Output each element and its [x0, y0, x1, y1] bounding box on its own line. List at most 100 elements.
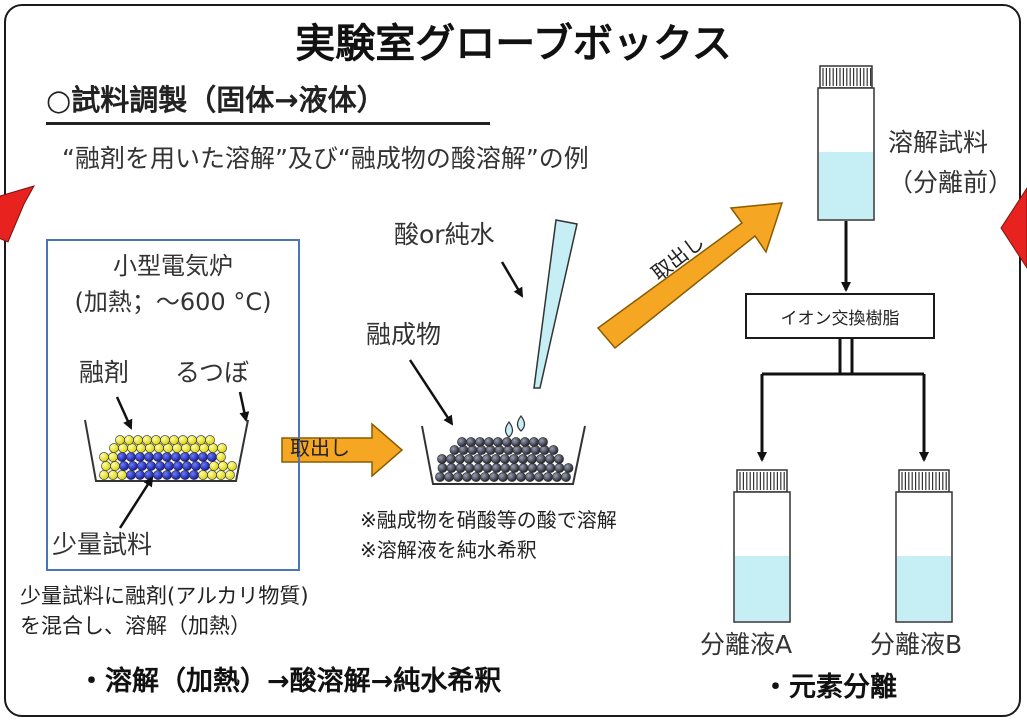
section-heading: ○試料調製（固体→液体） [46, 83, 386, 117]
fused-bead [563, 463, 574, 473]
fused-bead [485, 445, 496, 455]
fused-bead [554, 463, 565, 473]
fused-bead [511, 437, 521, 447]
fused-bead [484, 437, 494, 447]
fused-bead [498, 472, 508, 482]
fused-bead [473, 454, 483, 464]
fused-bead [554, 454, 564, 464]
remark-line2: ※溶解液を純水希釈 [360, 538, 537, 562]
furnace-note-line2: を混合し、溶解（加熱） [20, 614, 251, 638]
fused-bead [453, 472, 463, 482]
section-underline [46, 122, 490, 125]
fused-bead [491, 454, 501, 464]
fused-bead [462, 472, 472, 482]
fused-bead [521, 445, 532, 455]
furnace-note-line1: 少量試料に融剤(アルカリ物質) [20, 584, 309, 608]
take-out-arrow-1 [281, 422, 404, 478]
crucible-with-flux [84, 419, 249, 482]
fused-bead [482, 454, 492, 464]
fused-bead [435, 472, 445, 482]
fused-product-label: 融成物 [366, 320, 442, 349]
fused-bead [482, 463, 493, 473]
fused-pointer [408, 359, 454, 426]
split-lines [762, 339, 924, 376]
drop-1 [504, 421, 514, 438]
liquid-a-tube [733, 469, 791, 623]
fused-bead [466, 437, 476, 447]
fused-bead [520, 437, 530, 447]
fused-bead [437, 454, 447, 464]
fused-bead [527, 463, 538, 473]
fused-bead [471, 472, 481, 482]
fused-bead [446, 454, 456, 464]
fused-bead [491, 463, 502, 473]
sample-label: 少量試料 [52, 530, 153, 559]
fused-bead [538, 437, 548, 447]
acid-or-water-label: 酸or純水 [394, 220, 495, 249]
crucible-label: るつぼ [175, 358, 250, 387]
fused-bead [507, 472, 517, 482]
fused-bead [525, 472, 535, 482]
flux-label: 融剤 [79, 358, 130, 387]
remark-line1: ※融成物を硝酸等の酸で溶解 [360, 508, 617, 532]
dissolved-sample-label: 溶解試料 [888, 128, 989, 157]
fused-bead [457, 437, 467, 447]
fused-bead [534, 472, 544, 482]
take-out-arrow-2 [596, 202, 784, 350]
left-red-arrow [0, 185, 36, 243]
furnace-name: 小型電気炉 [113, 252, 233, 280]
fused-bead [536, 454, 546, 464]
flux-bead [205, 435, 215, 445]
liquid-b-tube [895, 469, 953, 623]
fused-bead [449, 445, 460, 455]
fused-bead [530, 445, 541, 455]
fused-bead [545, 463, 556, 473]
fused-bead [437, 463, 448, 473]
glovebox-frame [4, 4, 1021, 717]
fused-bead [480, 472, 490, 482]
fused-bead [548, 445, 559, 455]
fused-bead [545, 454, 555, 464]
fused-bead [464, 463, 475, 473]
liquid-b-label: 分離液B [870, 630, 963, 659]
fused-bead [561, 472, 571, 482]
electric-furnace-box [46, 239, 300, 571]
fused-bead [518, 454, 528, 464]
fused-bead [455, 454, 465, 464]
fused-bead [444, 472, 454, 482]
fused-bead [539, 445, 550, 455]
ion-exchange-resin-label: イオン交換樹脂 [780, 308, 900, 329]
take-out-label-1: 取出し [290, 436, 350, 460]
sample-pointer [118, 476, 154, 529]
acid-pointer [500, 261, 524, 298]
fused-bead [493, 437, 503, 447]
before-separation-label: （分離前） [888, 168, 1014, 197]
fused-bead [464, 454, 474, 464]
crucible-pointer [238, 391, 250, 422]
ion-exchange-resin-box: イオン交換樹脂 [745, 293, 935, 339]
fused-bead [527, 454, 537, 464]
fused-bead [509, 454, 519, 464]
pipette [533, 219, 578, 389]
fused-bead [476, 445, 487, 455]
liquid-a-label: 分離液A [700, 630, 793, 659]
fused-bead [512, 445, 523, 455]
right-red-arrow [1000, 187, 1027, 269]
fused-bead [475, 437, 485, 447]
flux-pointer [115, 396, 133, 430]
fused-bead [500, 454, 510, 464]
fused-bead [552, 472, 562, 482]
furnace-condition: (加熱；～600 °C) [74, 288, 272, 316]
dissolved-sample-tube [817, 65, 875, 221]
fused-bead [529, 437, 539, 447]
example-text: “融剤を用いた溶解”及び“融成物の酸溶解”の例 [62, 144, 589, 173]
fused-bead [446, 463, 457, 473]
fused-bead [502, 437, 512, 447]
flux-bead [217, 443, 227, 453]
fused-bead [503, 445, 514, 455]
fused-bead [494, 445, 505, 455]
fused-bead [458, 445, 469, 455]
page-title: 実験室グローブボックス [295, 21, 732, 67]
fused-bead [509, 463, 520, 473]
fused-bead [489, 472, 499, 482]
